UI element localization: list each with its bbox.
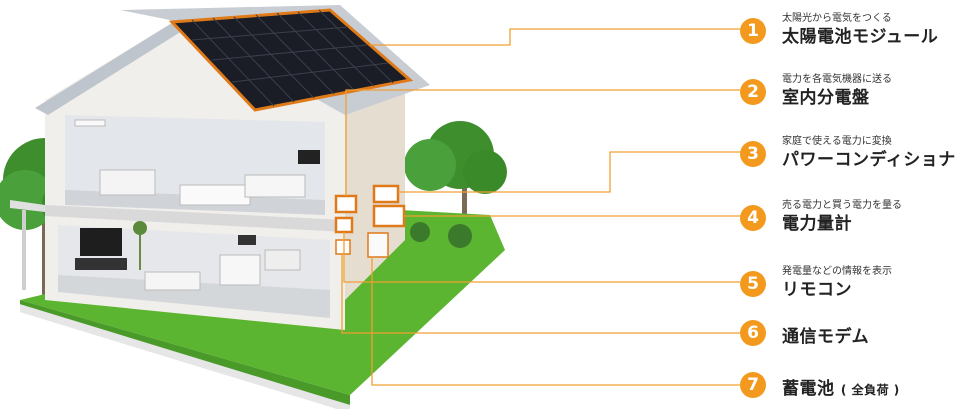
legend-title: 通信モデム	[782, 322, 869, 347]
legend-title: パワーコンディショナ	[782, 145, 956, 170]
legend-item-power-conditioner: 3 家庭で使える電力に変換 パワーコンディショナ	[740, 132, 962, 172]
legend-title-note: ( 全負荷 )	[841, 383, 900, 397]
number-circle-icon: 4	[740, 205, 766, 231]
legend-title: リモコン	[782, 275, 852, 300]
legend-item-distribution-board: 2 電力を各電気機器に送る 室内分電盤	[740, 70, 962, 110]
number-circle-icon: 7	[740, 372, 766, 398]
legend-title-text: 蓄電池	[782, 379, 835, 399]
number-circle-icon: 2	[740, 79, 766, 105]
legend-title: 蓄電池 ( 全負荷 )	[782, 374, 900, 399]
tree-right	[404, 121, 507, 220]
legend-item-solar-module: 1 太陽光から電気をつくる 太陽電池モジュール	[740, 9, 962, 49]
legend-title: 太陽電池モジュール	[782, 22, 938, 47]
legend-title: 室内分電盤	[782, 83, 870, 108]
legend-item-power-meter: 4 売る電力と買う電力を量る 電力量計	[740, 196, 962, 236]
legend-item-remote-control: 5 発電量などの情報を表示 リモコン	[740, 262, 962, 302]
number-circle-icon: 6	[740, 320, 766, 346]
legend-item-communication-modem: 6 通信モデム	[740, 320, 962, 360]
number-circle-icon: 5	[740, 271, 766, 297]
legend-item-storage-battery: 7 蓄電池 ( 全負荷 )	[740, 372, 962, 412]
number-circle-icon: 3	[740, 141, 766, 167]
legend-title: 電力量計	[782, 209, 852, 234]
number-circle-icon: 1	[740, 18, 766, 44]
